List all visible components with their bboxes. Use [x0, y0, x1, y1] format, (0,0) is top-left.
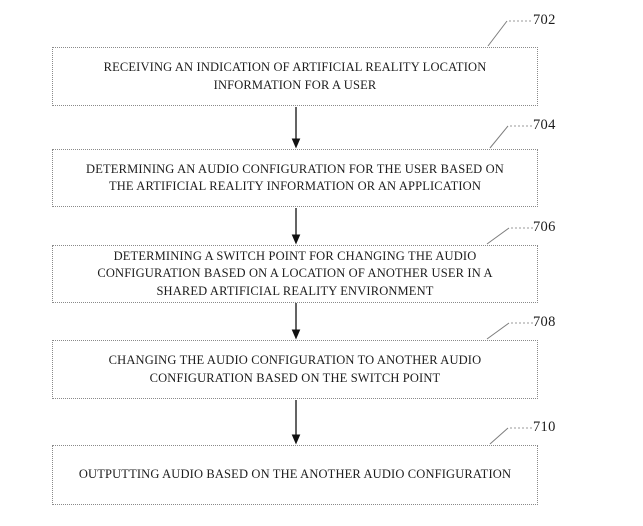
step-text-line: INFORMATION FOR A USER [213, 77, 377, 92]
flow-arrow-4 [291, 400, 301, 445]
step-text-line: OUTPUTTING AUDIO BASED ON THE ANOTHER AU… [78, 467, 512, 482]
step-text-line: CHANGING THE AUDIO CONFIGURATION TO ANOT… [108, 353, 482, 367]
ref-number-702: 702 [533, 12, 556, 28]
step-text-line: THE ARTIFICIAL REALITY INFORMATION OR AN… [108, 179, 482, 193]
step-text-line: RECEIVING AN INDICATION OF ARTIFICIAL RE… [103, 60, 487, 74]
ref-number-706: 706 [533, 219, 556, 235]
ref-number-710: 710 [533, 419, 556, 435]
flow-arrow-1 [291, 107, 301, 149]
leader-line-704 [489, 125, 532, 149]
leader-line-702 [487, 20, 531, 47]
flow-arrow-3 [291, 303, 301, 340]
step-box-determining-audio-configuration: DETERMINING AN AUDIO CONFIGURATION FOR T… [52, 149, 538, 207]
leader-line-710 [489, 427, 532, 445]
ref-number-704: 704 [533, 117, 556, 133]
step-text-line: SHARED ARTIFICIAL REALITY ENVIRONMENT [156, 283, 434, 298]
step-box-changing-audio-configuration: CHANGING THE AUDIO CONFIGURATION TO ANOT… [52, 340, 538, 399]
step-text-line: CONFIGURATION BASED ON THE SWITCH POINT [149, 370, 441, 385]
step-box-receiving-indication: RECEIVING AN INDICATION OF ARTIFICIAL RE… [52, 47, 538, 106]
step-box-outputting-audio: OUTPUTTING AUDIO BASED ON THE ANOTHER AU… [52, 445, 538, 505]
step-text-line: DETERMINING A SWITCH POINT FOR CHANGING … [113, 248, 477, 263]
ref-number-708: 708 [533, 314, 556, 330]
flow-arrow-2 [291, 208, 301, 245]
step-box-determining-switch-point: DETERMINING A SWITCH POINT FOR CHANGING … [52, 245, 538, 303]
step-text-line: DETERMINING AN AUDIO CONFIGURATION FOR T… [86, 161, 504, 176]
leader-line-708 [486, 322, 533, 340]
leader-line-706 [486, 227, 533, 245]
step-text-line: CONFIGURATION BASED ON A LOCATION OF ANO… [97, 266, 493, 281]
